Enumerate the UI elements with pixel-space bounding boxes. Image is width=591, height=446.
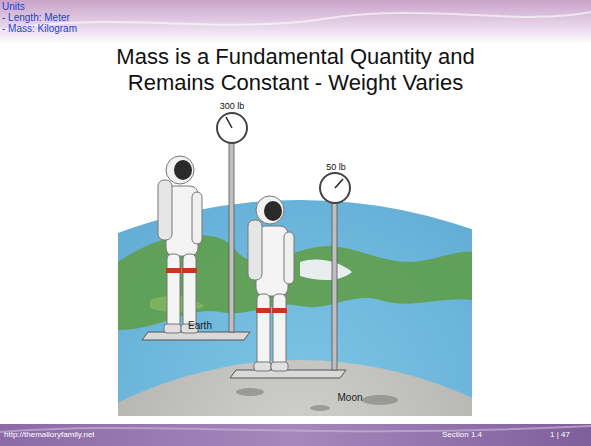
planet-label: Earth: [188, 320, 212, 331]
scale-reading: 50 lb: [326, 163, 346, 173]
page-number: 1 | 47: [550, 431, 570, 440]
header-band: [0, 0, 591, 44]
footer-url: http://themalloryfamily.net: [4, 431, 95, 440]
units-item: - Mass: Kilogram: [2, 23, 77, 34]
scale-reading: 300 lb: [220, 102, 245, 112]
footer-band: [0, 424, 591, 446]
footer-section: Section 1.4: [442, 431, 482, 440]
moon-surface: [118, 360, 472, 416]
units-item: - Length: Meter: [2, 12, 70, 23]
earth-cloud: [300, 260, 352, 280]
bathroom-scale: [142, 113, 250, 340]
astronaut: [158, 156, 202, 333]
header-swirl: [0, 12, 591, 30]
bathroom-scale: [230, 173, 350, 378]
slide-title: Mass is a Fundamental Quantity and Remai…: [80, 44, 511, 96]
astronaut: [248, 196, 294, 371]
units-heading: Units: [2, 1, 25, 12]
illustration: [118, 100, 472, 416]
moon-label: Moon: [337, 392, 362, 403]
